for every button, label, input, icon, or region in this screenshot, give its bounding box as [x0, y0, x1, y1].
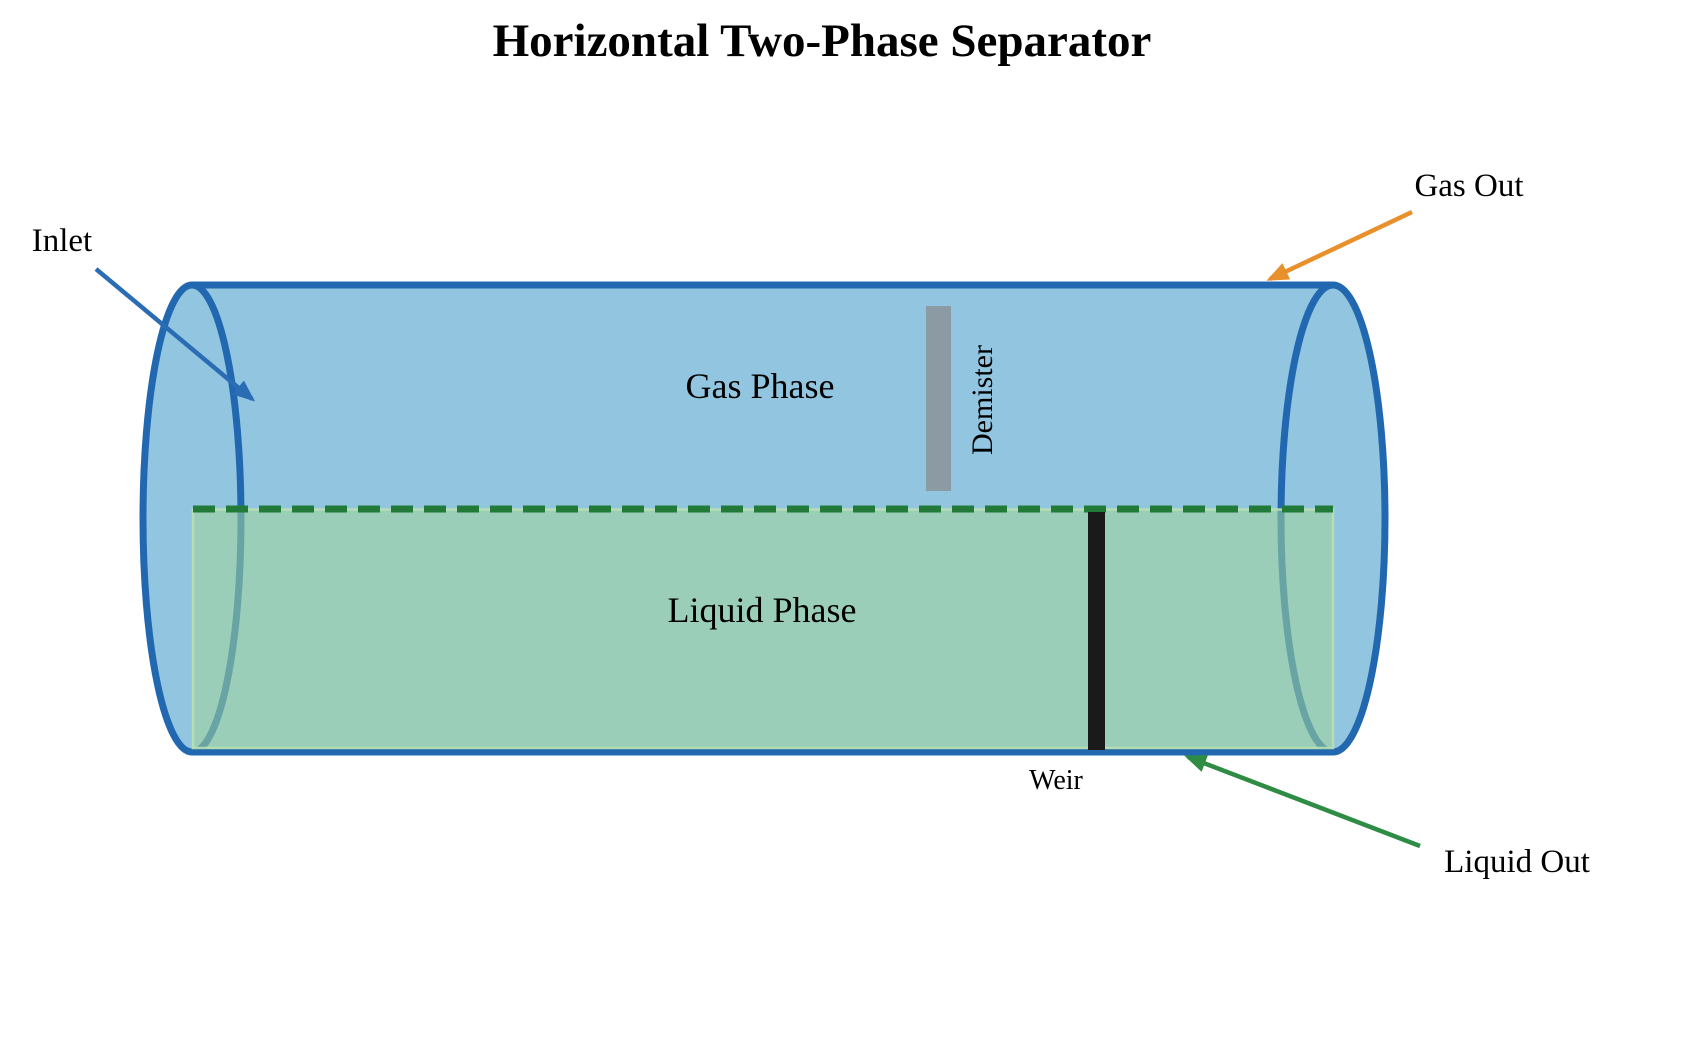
inlet-label: Inlet [32, 223, 92, 259]
demister-bar [926, 306, 951, 491]
liquid-phase-region [191, 508, 1335, 750]
inlet-arrow [94, 267, 256, 402]
gas-out-label: Gas Out [1414, 168, 1523, 204]
liquid-out-arrow [1184, 754, 1421, 849]
gas-out-arrow [1266, 209, 1413, 282]
diagram-title: Horizontal Two-Phase Separator [493, 15, 1152, 67]
weir-label: Weir [1029, 765, 1083, 796]
liquid-phase-label: Liquid Phase [668, 590, 857, 630]
gas-phase-label: Gas Phase [686, 366, 835, 406]
weir-bar [1088, 512, 1105, 750]
demister-label: Demister [966, 345, 999, 455]
liquid-out-label: Liquid Out [1444, 844, 1590, 880]
